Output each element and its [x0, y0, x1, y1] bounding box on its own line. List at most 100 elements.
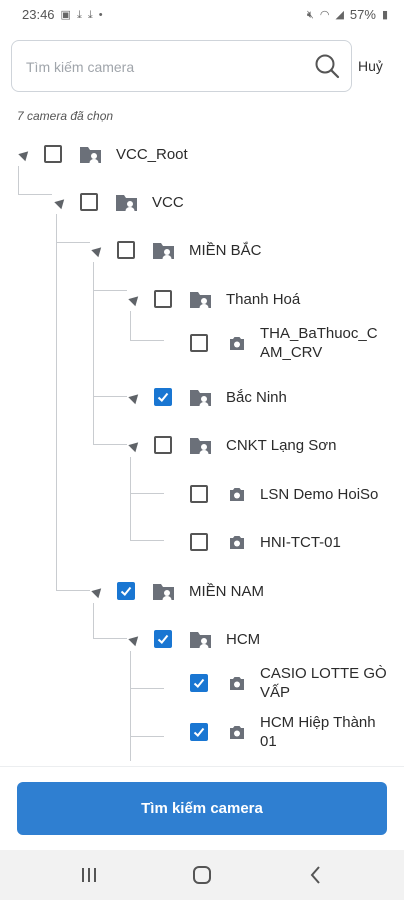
mute-icon: 🔇︎ [306, 8, 314, 21]
tree-connector-line [93, 290, 127, 291]
expand-arrow-icon[interactable] [91, 243, 105, 257]
tree-connector-line [93, 638, 127, 639]
tree-connector-line [93, 262, 94, 444]
tree-camera-item[interactable]: HNI-TCT-01 [190, 527, 341, 557]
camera-icon [227, 333, 247, 353]
checkbox-checked[interactable] [190, 723, 208, 741]
search-input[interactable] [24, 55, 308, 79]
expand-arrow-icon[interactable] [128, 438, 142, 452]
cancel-button[interactable]: Huỷ [358, 58, 383, 74]
tree-connector-line [130, 311, 131, 341]
checkbox-checked[interactable] [154, 388, 172, 406]
wifi-icon: ◠ [319, 8, 330, 21]
tree-item-label: Thanh Hoá [226, 290, 301, 308]
tree-connector-line [18, 166, 19, 194]
expand-arrow-icon[interactable] [128, 390, 142, 404]
tree-item-label: Bắc Ninh [226, 388, 287, 406]
tree-connector-line [93, 603, 94, 639]
tree-camera-item[interactable]: LSN Demo HoiSo [190, 479, 378, 509]
gallery-icon: ▣ [60, 8, 71, 21]
folder-user-icon [189, 386, 213, 408]
tree-group-item[interactable]: MIỀN NAM [91, 576, 264, 606]
tree-connector-line [130, 457, 131, 541]
checkbox[interactable] [117, 241, 135, 259]
expand-arrow-icon[interactable] [18, 147, 32, 161]
dot-icon: • [98, 8, 103, 21]
tree-connector-line [130, 736, 164, 737]
signal-icon: ◢ [335, 8, 344, 21]
search-box[interactable] [11, 40, 352, 92]
checkbox-checked[interactable] [154, 630, 172, 648]
checkbox[interactable] [80, 193, 98, 211]
checkbox[interactable] [154, 436, 172, 454]
tree-connector-line [56, 590, 90, 591]
home-icon[interactable] [190, 864, 214, 886]
tree-connector-line [56, 214, 57, 590]
camera-icon [227, 532, 247, 552]
tree-group-item[interactable]: CNKT Lạng Sơn [128, 430, 337, 460]
tree-connector-line [18, 194, 52, 195]
tree-item-label: CNKT Lạng Sơn [226, 436, 337, 454]
folder-user-icon [115, 191, 139, 213]
tree-connector-line [130, 540, 164, 541]
folder-user-icon [152, 580, 176, 602]
checkbox-checked[interactable] [190, 674, 208, 692]
tree-group-item[interactable]: HCM [128, 624, 261, 654]
checkbox[interactable] [154, 290, 172, 308]
selected-count: 7 camera đã chọn [17, 109, 114, 123]
tree-connector-line [56, 242, 90, 243]
back-icon[interactable] [304, 864, 328, 886]
search-camera-button[interactable]: Tìm kiếm camera [17, 782, 387, 835]
expand-arrow-icon[interactable] [128, 632, 142, 646]
checkbox[interactable] [190, 485, 208, 503]
tree-item-label: VCC [152, 193, 184, 211]
checkbox[interactable] [190, 334, 208, 352]
folder-user-icon [79, 143, 103, 165]
tree-item-label: MIỀN NAM [189, 582, 264, 600]
checkbox[interactable] [44, 145, 62, 163]
battery-icon: ▮ [381, 8, 388, 21]
checkbox-checked[interactable] [117, 582, 135, 600]
tree-connector-line [130, 493, 164, 494]
tree-connector-line [130, 340, 164, 341]
tree-item-label: VCC_Root [116, 145, 188, 163]
bottom-action-bar: Tìm kiếm camera [0, 766, 404, 851]
expand-arrow-icon[interactable] [128, 292, 142, 306]
system-nav-bar [0, 850, 404, 900]
tree-connector-line [93, 396, 127, 397]
folder-user-icon [152, 239, 176, 261]
download-icon: ⤓ [87, 8, 93, 21]
folder-user-icon [189, 434, 213, 456]
tree-item-label: LSN Demo HoiSo [260, 485, 379, 503]
tree-item-label: HNI-TCT-01 [260, 533, 341, 551]
tree-group-item[interactable]: MIỀN BẮC [91, 235, 262, 265]
status-time: 23:46 [22, 7, 55, 22]
tree-connector-line [130, 651, 131, 761]
tree-item-label: HCM [226, 630, 261, 648]
battery-level: 57% [349, 7, 376, 22]
camera-icon [227, 722, 247, 742]
tree-group-item[interactable]: Bắc Ninh [128, 382, 287, 412]
status-bar: 23:46 ▣ ⤓ ⤓ • 🔇︎ ◠ ◢ 57% ▮ [0, 0, 404, 30]
tree-connector-line [130, 688, 164, 689]
download-icon: ⤓ [76, 8, 82, 21]
folder-user-icon [189, 288, 213, 310]
tree-item-label: MIỀN BẮC [189, 241, 262, 259]
recent-apps-icon[interactable] [77, 864, 101, 886]
tree-group-item[interactable]: VCC [54, 187, 184, 217]
checkbox[interactable] [190, 533, 208, 551]
tree-group-item[interactable]: Thanh Hoá [128, 284, 301, 314]
search-icon[interactable] [314, 53, 340, 79]
camera-icon [227, 484, 247, 504]
tree-group-item[interactable]: VCC_Root [18, 139, 188, 169]
expand-arrow-icon[interactable] [91, 584, 105, 598]
expand-arrow-icon[interactable] [54, 195, 68, 209]
tree-connector-line [93, 444, 127, 445]
